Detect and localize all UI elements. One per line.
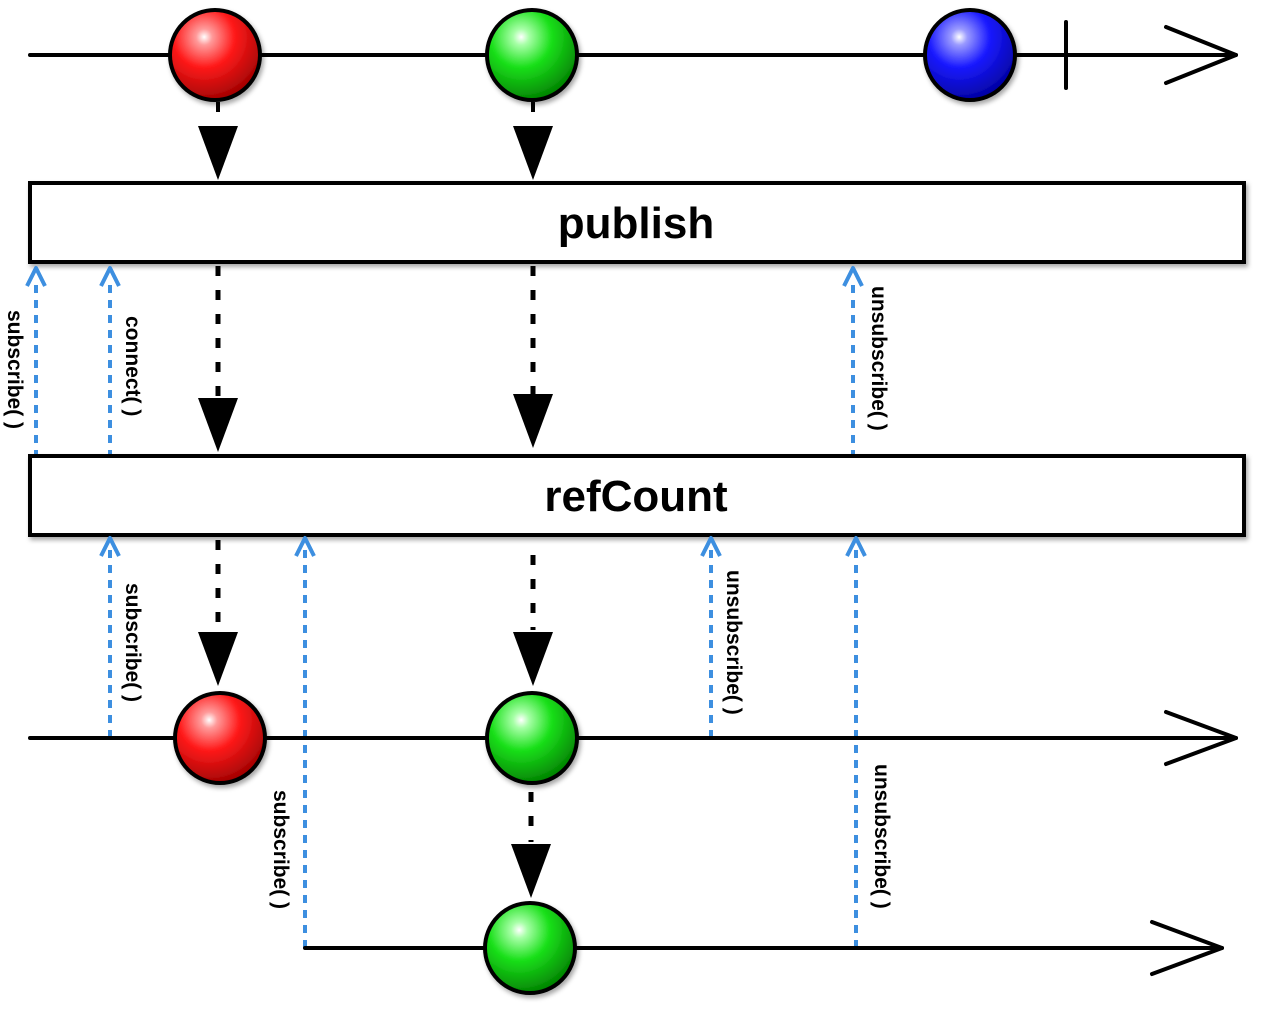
- observer-2-subscribe-arrowhead: [294, 536, 316, 557]
- refcount-box: [28, 454, 1246, 537]
- green-emission-arrowhead: [513, 126, 553, 180]
- observer-1-timeline-arrowhead: [1164, 710, 1238, 766]
- source-timeline: [28, 8, 1238, 102]
- red-emission-arrowhead: [198, 126, 238, 180]
- observer-1-subscribe-arrowhead: [99, 536, 121, 557]
- red-refcount-arrowhead: [198, 632, 238, 686]
- emission-arrow-into-observer-2: [511, 792, 551, 898]
- upstream-calls: subscribe( ) connect( ) unsubscribe( ): [3, 266, 890, 458]
- emission-arrows-into-publish: [198, 102, 553, 180]
- source-red-item: [168, 8, 262, 102]
- observer-1-unsubscribe-label: unsubscribe( ): [722, 570, 745, 715]
- observer-calls: subscribe( ) subscribe( ) unsubscribe( )…: [99, 536, 893, 948]
- publish-operator-box: publish: [28, 181, 1246, 264]
- observer-2-subscribe-label: subscribe( ): [269, 790, 292, 909]
- upstream-unsubscribe-arrowhead: [842, 266, 864, 287]
- upstream-subscribe-label: subscribe( ): [3, 310, 26, 429]
- source-blue-item: [923, 8, 1017, 102]
- refcount-label: refCount: [544, 472, 728, 521]
- publish-label: publish: [558, 199, 714, 248]
- source-green-item: [485, 8, 579, 102]
- upstream-unsubscribe-label: unsubscribe( ): [867, 286, 890, 431]
- observer-1-green-item: [485, 691, 579, 785]
- green-refcount-arrowhead: [513, 632, 553, 686]
- connect-arrowhead: [99, 266, 121, 287]
- observer-2-timeline: [303, 901, 1224, 995]
- observer-1-red-item: [173, 691, 267, 785]
- refcount-operator-box: refCount: [28, 454, 1246, 537]
- red-publish-arrowhead: [198, 398, 238, 452]
- green-observer-arrowhead: [511, 844, 551, 898]
- upstream-subscribe-arrowhead: [25, 266, 47, 287]
- observer-2-timeline-arrowhead: [1150, 920, 1224, 976]
- green-publish-arrowhead: [513, 394, 553, 448]
- observer-1-timeline: [28, 691, 1238, 785]
- observer-2-green-item: [483, 901, 577, 995]
- source-timeline-arrowhead: [1164, 25, 1238, 85]
- emission-arrows-into-refcount: [198, 266, 553, 452]
- emission-arrows-into-observer-1: [198, 540, 553, 686]
- observer-2-unsubscribe-label: unsubscribe( ): [870, 764, 893, 909]
- observer-2-unsubscribe-arrowhead: [845, 536, 867, 557]
- publish-box: [28, 181, 1246, 264]
- observer-1-subscribe-label: subscribe( ): [121, 583, 144, 702]
- observer-1-unsubscribe-arrowhead: [700, 536, 722, 557]
- connect-label: connect( ): [121, 316, 144, 416]
